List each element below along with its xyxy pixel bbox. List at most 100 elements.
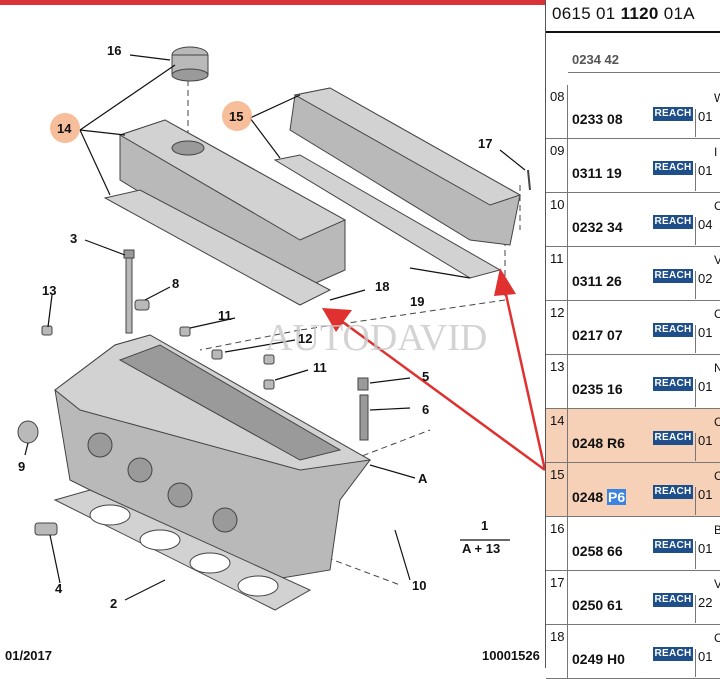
row-quantity: 01: [695, 649, 712, 677]
row-description-initial: C: [714, 469, 720, 483]
reach-badge[interactable]: REACH: [653, 647, 693, 661]
reach-badge[interactable]: REACH: [653, 269, 693, 283]
row-reference[interactable]: 0217 07: [572, 327, 623, 343]
top-accent-bar: [0, 0, 545, 5]
callout-4[interactable]: 4: [55, 581, 63, 596]
callout-11b[interactable]: 11: [313, 360, 327, 375]
row-reference[interactable]: 0249 H0: [572, 651, 625, 667]
callout-14[interactable]: 14: [57, 121, 72, 136]
reach-badge[interactable]: REACH: [653, 539, 693, 553]
reach-badge[interactable]: REACH: [653, 593, 693, 607]
intake-cover-part[interactable]: [289, 87, 522, 246]
row-quantity: 01: [695, 379, 712, 407]
callout-9[interactable]: 9: [18, 459, 25, 474]
row-description-initial: C: [714, 631, 720, 645]
reach-badge[interactable]: REACH: [653, 485, 693, 499]
callout-2[interactable]: 2: [110, 596, 117, 611]
watermark-text: AUTODAVID: [265, 317, 487, 359]
row-index: 17: [546, 571, 568, 624]
row-quantity: 01: [695, 487, 712, 515]
callout-a-plus-13[interactable]: A + 13: [462, 541, 500, 556]
callout-18[interactable]: 18: [375, 279, 389, 294]
row-quantity: 01: [695, 109, 712, 137]
row-description-initial: C: [714, 415, 720, 429]
footer-ref: 10001526: [482, 648, 540, 663]
row-index: 13: [546, 355, 568, 408]
row-reference[interactable]: 0248 R6: [572, 435, 625, 451]
row-description-initial: B: [714, 523, 720, 537]
reach-badge[interactable]: REACH: [653, 215, 693, 229]
footer-date: 01/2017: [5, 648, 52, 663]
callout-3[interactable]: 3: [70, 231, 77, 246]
row-reference[interactable]: 0248 P6: [572, 489, 627, 505]
callout-15[interactable]: 15: [229, 109, 243, 124]
row-index: 15: [546, 463, 568, 516]
row-description-initial: V: [714, 253, 720, 267]
oil-cap-part[interactable]: [171, 46, 209, 82]
row-reference[interactable]: 0258 66: [572, 543, 623, 559]
row-reference[interactable]: 0311 26: [572, 273, 622, 289]
reach-badge[interactable]: REACH: [653, 161, 693, 175]
callout-11a[interactable]: 11: [218, 308, 232, 323]
valve-cover-part[interactable]: [118, 119, 347, 291]
callout-17[interactable]: 17: [478, 136, 492, 151]
callout-16[interactable]: 16: [107, 43, 121, 58]
callout-12[interactable]: 12: [298, 331, 312, 346]
head-gasket-part[interactable]: [53, 489, 312, 611]
row-reference[interactable]: 0311 19: [572, 165, 622, 181]
valve-cover-gasket-part[interactable]: [103, 189, 332, 306]
callout-6[interactable]: 6: [422, 402, 429, 417]
row-reference[interactable]: 0250 61: [572, 597, 623, 613]
callout-5[interactable]: 5: [422, 369, 429, 384]
callout-8[interactable]: 8: [172, 276, 179, 291]
reach-badge[interactable]: REACH: [653, 377, 693, 391]
row-quantity: 02: [695, 271, 712, 299]
row-reference[interactable]: 0233 08: [572, 111, 623, 127]
row-quantity: 01: [695, 163, 712, 191]
row-description-initial: N: [714, 361, 720, 375]
row-reference[interactable]: 0232 34: [572, 219, 623, 235]
row-reference[interactable]: 0235 16: [572, 381, 623, 397]
reach-badge[interactable]: REACH: [653, 107, 693, 121]
callout-13[interactable]: 13: [42, 283, 56, 298]
row-index: 08: [546, 85, 568, 138]
part-number-header: 0615 01 1120 01A: [552, 4, 695, 23]
row-index: 09: [546, 139, 568, 192]
callout-A[interactable]: A: [418, 471, 428, 486]
row-index: 11: [546, 247, 568, 300]
callout-1[interactable]: 1: [481, 518, 488, 533]
row-quantity: 01: [695, 541, 712, 569]
row-index: 14: [546, 409, 568, 462]
header-divider: [546, 31, 720, 33]
reach-badge[interactable]: REACH: [653, 431, 693, 445]
row-index: 12: [546, 301, 568, 354]
callout-10[interactable]: 10: [412, 578, 426, 593]
row-description-initial: C: [714, 199, 720, 213]
small-parts[interactable]: [17, 299, 369, 536]
row-description-initial: W: [714, 91, 720, 105]
row-index: 10: [546, 193, 568, 246]
partial-top-row: 0234 42: [568, 52, 720, 73]
row-index: 16: [546, 517, 568, 570]
bolt-part-3[interactable]: [123, 249, 135, 334]
callout-19[interactable]: 19: [410, 294, 424, 309]
reach-badge[interactable]: REACH: [653, 323, 693, 337]
row-description-initial: V: [714, 577, 720, 591]
screw-part-17[interactable]: [527, 169, 531, 191]
row-description-initial: C: [714, 307, 720, 321]
row-index: 18: [546, 625, 568, 678]
row-quantity: 22: [695, 595, 712, 623]
exploded-parts-diagram: AUTODAVID 16 14 15 17 3 8 13 18 19 11 12…: [5, 43, 545, 663]
